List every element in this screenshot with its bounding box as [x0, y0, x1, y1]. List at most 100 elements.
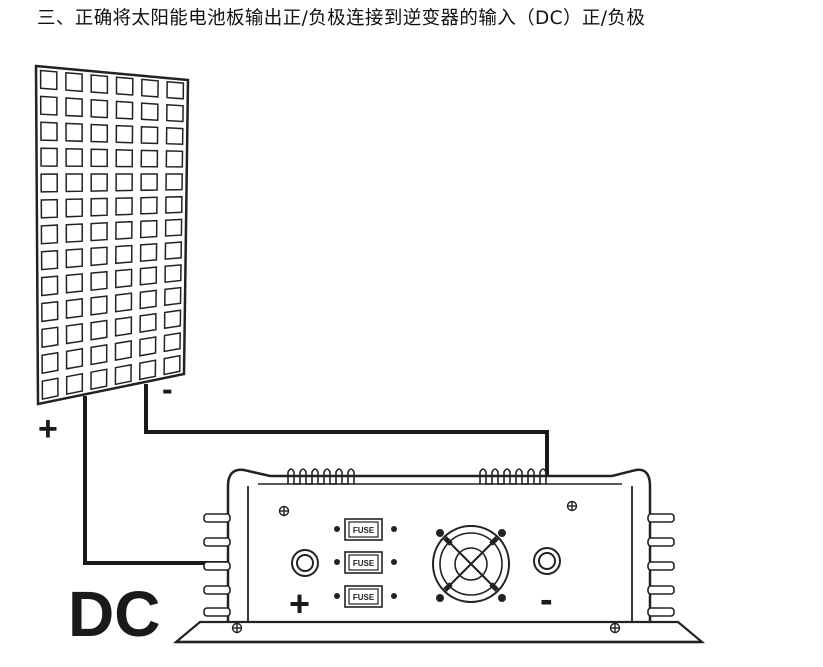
solar-cell: [40, 275, 59, 297]
solar-cell: [115, 100, 134, 120]
solar-cell: [90, 98, 109, 119]
right-heatsink-fins: [647, 513, 675, 617]
fuse-3: FUSE: [334, 585, 397, 608]
solar-cell: [39, 69, 58, 91]
solar-cell: [65, 198, 83, 218]
solar-cell: [139, 219, 158, 239]
solar-cell: [115, 149, 134, 168]
solar-cell: [114, 292, 133, 313]
screws: [231, 500, 621, 634]
fuse-holders: FUSE FUSE FUSE: [334, 518, 397, 608]
solar-cell: [139, 336, 157, 357]
solar-cell: [90, 222, 108, 242]
solar-cell: [165, 127, 184, 145]
solar-cell: [65, 223, 83, 243]
solar-cell: [115, 124, 134, 144]
top-vent-right: [479, 468, 547, 485]
solar-cell: [165, 195, 183, 214]
solar-cell: [139, 266, 158, 286]
fuse-2-label: FUSE: [353, 559, 375, 568]
solar-cell: [40, 173, 58, 193]
solar-cell: [65, 298, 83, 319]
dc-label: DC: [68, 578, 160, 650]
solar-cell: [165, 150, 184, 168]
solar-cell: [115, 268, 133, 289]
dc-negative-terminal: [533, 547, 561, 575]
solar-cell: [115, 173, 133, 192]
fuse-1-label: FUSE: [353, 526, 375, 535]
solar-cell: [164, 264, 182, 284]
inverter: FUSE FUSE FUSE: [172, 468, 706, 644]
solar-cell: [140, 125, 159, 145]
fuse-1: FUSE: [334, 518, 397, 541]
solar-cell: [40, 249, 59, 271]
left-heatsink-fins: [203, 513, 231, 617]
solar-cell: [141, 78, 159, 98]
solar-cell: [40, 198, 59, 219]
solar-cell: [40, 147, 58, 167]
solar-cell: [40, 121, 58, 142]
solar-cell: [39, 95, 58, 116]
solar-cell: [115, 220, 133, 240]
solar-cell: [90, 197, 108, 217]
inverter-negative-label: -: [540, 579, 553, 621]
solar-cell: [115, 76, 134, 96]
fuse-3-label: FUSE: [353, 593, 375, 602]
solar-cell: [90, 319, 108, 341]
solar-cell: [138, 359, 157, 381]
solar-cell: [164, 218, 183, 237]
dc-positive-terminal: [291, 549, 319, 577]
solar-cell: [90, 173, 108, 192]
solar-cell: [139, 242, 158, 263]
solar-cell: [140, 196, 158, 215]
solar-cell: [163, 309, 182, 330]
solar-cell: [114, 363, 132, 386]
solar-cell: [65, 248, 83, 269]
solar-cell: [166, 80, 185, 100]
solar-cell: [114, 316, 133, 337]
solar-cell: [90, 148, 108, 168]
solar-cell: [90, 246, 108, 267]
solar-cell: [90, 368, 108, 391]
solar-cell: [90, 74, 109, 95]
solar-cell: [40, 224, 59, 245]
solar-cell: [90, 344, 108, 366]
solar-cell: [163, 354, 181, 376]
solar-cell: [139, 312, 157, 333]
solar-cell: [65, 97, 83, 118]
solar-cell: [140, 149, 159, 168]
solar-cell: [65, 323, 84, 345]
solar-cell: [90, 123, 109, 143]
solar-cell: [115, 244, 133, 265]
solar-cell: [41, 300, 59, 323]
inverter-positive-label: +: [289, 583, 310, 624]
solar-cell: [41, 326, 59, 349]
solar-cell: [139, 289, 157, 310]
solar-cell: [166, 104, 184, 123]
solar-cell: [140, 173, 158, 192]
panel-positive-label: +: [38, 410, 58, 448]
solar-cell: [65, 147, 83, 167]
solar-cell: [90, 270, 108, 292]
fuse-2: FUSE: [334, 551, 397, 574]
solar-cell: [115, 197, 133, 216]
solar-cell: [65, 173, 83, 193]
solar-cell: [163, 332, 181, 353]
instruction-title: 三、正确将太阳能电池板输出正/负极连接到逆变器的输入（DC）正/负极: [37, 8, 646, 29]
solar-cell: [65, 372, 84, 396]
solar-cell: [140, 102, 159, 121]
solar-panel: [34, 64, 190, 406]
solar-cell: [65, 122, 83, 143]
solar-cell: [90, 295, 108, 316]
solar-cell: [164, 286, 182, 307]
solar-cell: [114, 340, 132, 361]
solar-cell: [41, 351, 59, 375]
solar-cell: [65, 71, 83, 93]
solar-cell: [165, 173, 183, 191]
solar-panel-cells: [39, 69, 185, 401]
solar-cell: [164, 241, 183, 260]
solar-cell: [41, 377, 59, 401]
solar-cell: [65, 347, 84, 370]
solar-cell: [65, 273, 83, 294]
